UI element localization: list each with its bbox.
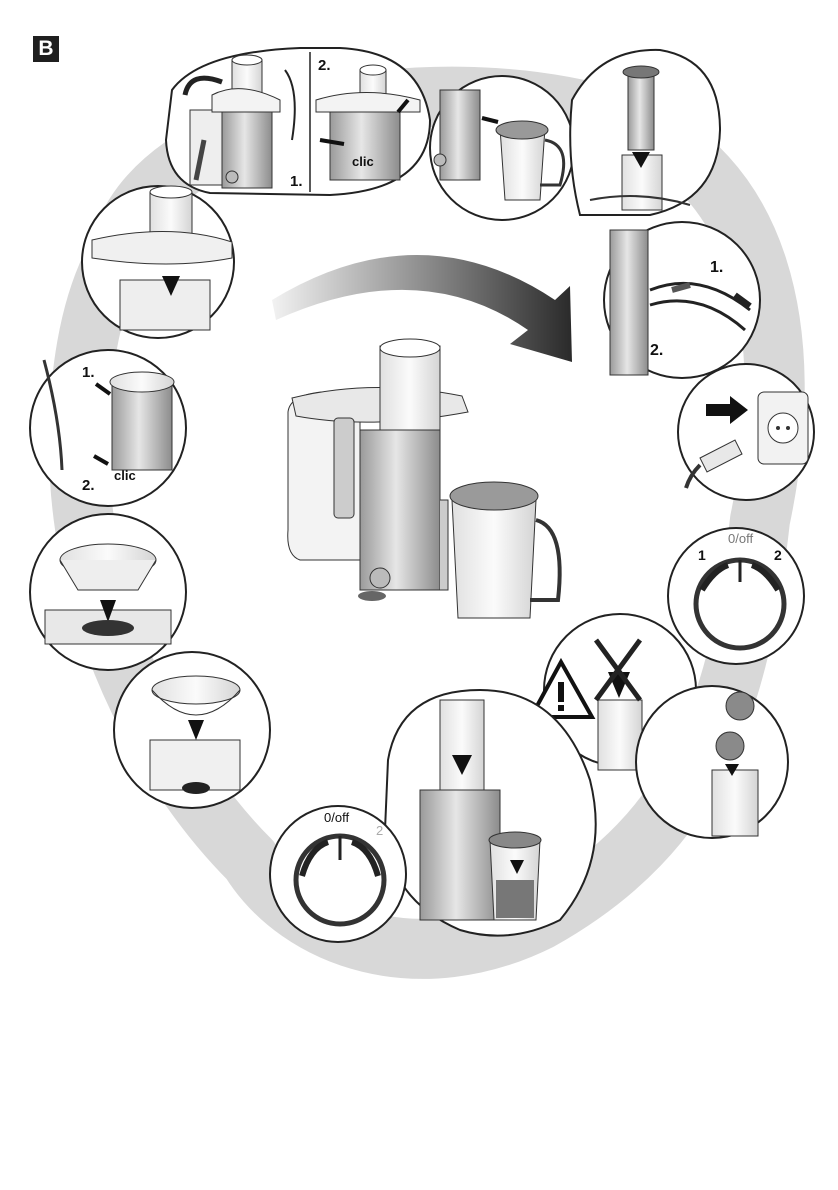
- lid-click-label: clic: [352, 154, 374, 169]
- step-mount-lid: 1. 2. clic: [166, 48, 430, 195]
- step-lock-arm: 1. 2.: [604, 222, 760, 378]
- switch-off-label: 0/off: [728, 531, 753, 546]
- step-plug-in: [678, 364, 814, 500]
- lid-step2-label: 2.: [318, 57, 331, 74]
- step-insert-filter-disk: [114, 652, 270, 808]
- lock-step1-label: 1.: [710, 259, 723, 276]
- step-insert-basket: [30, 514, 186, 670]
- step-add-fruit: [636, 686, 788, 838]
- filter-click-label: clic: [114, 468, 136, 483]
- step-lock-filter: 1. 2. clic: [30, 350, 186, 506]
- filter-step2-label: 2.: [82, 477, 95, 494]
- step-place-lid: [82, 186, 234, 338]
- step-insert-pusher: [570, 50, 720, 215]
- switch-speed2-label: 2: [774, 547, 782, 563]
- step-switch-off: 0/off 2: [270, 806, 406, 942]
- lid-step1-label: 1.: [290, 173, 303, 190]
- lock-step2-label: 2.: [650, 342, 663, 359]
- filter-step1-label: 1.: [82, 364, 95, 381]
- step-attach-jug: [430, 76, 574, 220]
- step-speed-switch: 0/off 1 2: [668, 528, 804, 664]
- switch-speed1-label: 1: [698, 547, 706, 563]
- switchoff-speed2-label: 2: [376, 823, 383, 838]
- switchoff-off-label: 0/off: [324, 810, 349, 825]
- central-juicer: [288, 339, 560, 618]
